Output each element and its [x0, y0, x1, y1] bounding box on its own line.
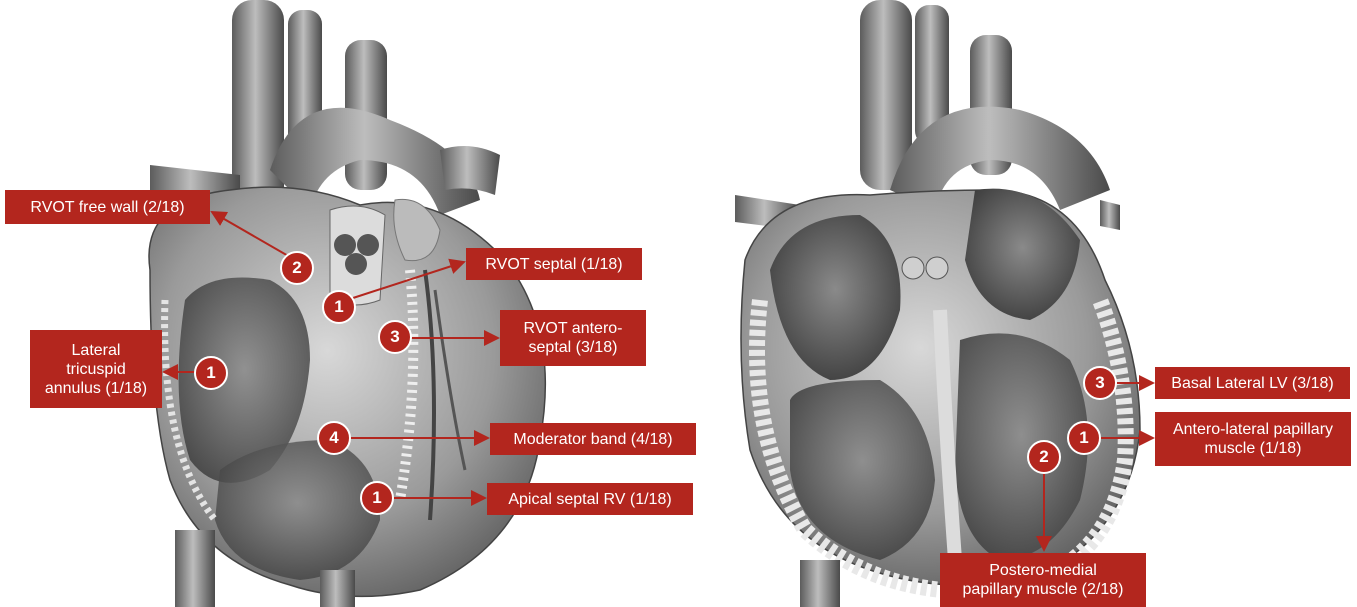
label-anterolateral-papillary: Antero-lateral papillary muscle (1/18): [1155, 412, 1351, 466]
label-apical-septal-rv: Apical septal RV (1/18): [487, 483, 693, 515]
label-rvot-anteroseptal: RVOT antero- septal (3/18): [500, 310, 646, 366]
label-posteromedial-papillary: Postero-medial papillary muscle (2/18): [940, 553, 1146, 607]
label-moderator-band: Moderator band (4/18): [490, 423, 696, 455]
badge-rvot-anteroseptal: 3: [378, 320, 412, 354]
pulmonary-artery: [440, 146, 500, 195]
label-rvot-free-wall: RVOT free wall (2/18): [5, 190, 210, 224]
label-lateral-tricuspid-annulus: Lateral tricuspid annulus (1/18): [30, 330, 162, 408]
badge-rvot-free-wall: 2: [280, 251, 314, 285]
right-heart-illustration: [735, 0, 1140, 607]
badge-basal-lateral: 3: [1083, 366, 1117, 400]
badge-rvot-septal: 1: [322, 290, 356, 324]
badge-lateral-tricuspid: 1: [194, 356, 228, 390]
label-basal-lateral-lv: Basal Lateral LV (3/18): [1155, 367, 1350, 399]
badge-moderator-band: 4: [317, 421, 351, 455]
inferior-vena-cava: [800, 560, 840, 607]
inferior-vena-cava: [175, 530, 215, 607]
badge-anterolateral: 1: [1067, 421, 1101, 455]
badge-apical-septal: 1: [360, 481, 394, 515]
badge-posteromedial: 2: [1027, 440, 1061, 474]
descending-aorta: [320, 570, 355, 607]
label-rvot-septal: RVOT septal (1/18): [466, 248, 642, 280]
pulmonary-vein: [1100, 200, 1120, 230]
